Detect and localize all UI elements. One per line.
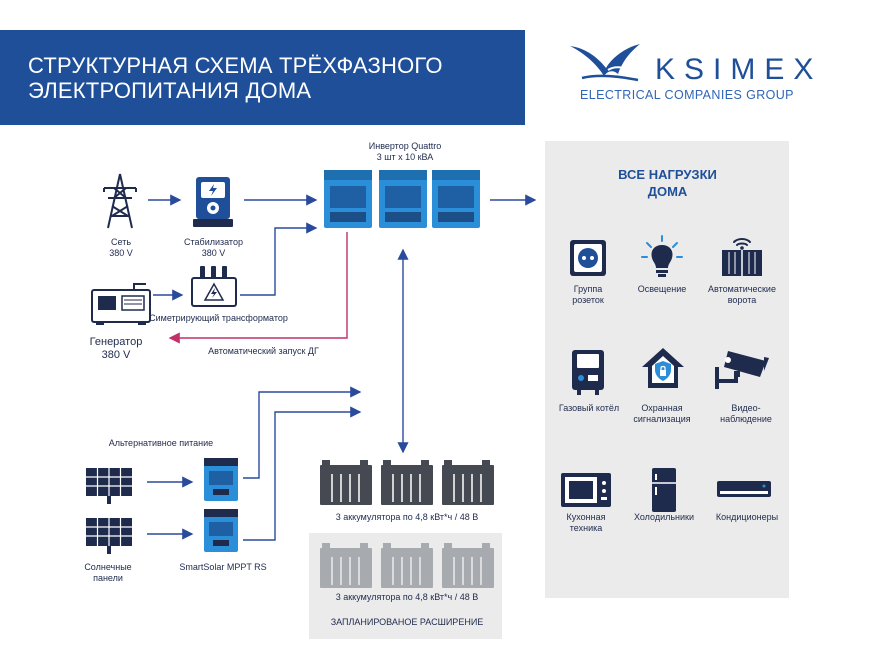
solar-label-line-2: панели [93,573,123,583]
inverter-label-line-1: Инвертор Quattro [368,141,442,151]
battery-icon [381,460,433,505]
autostart-label: Автоматический запуск ДГ [208,346,319,356]
gate-icon [722,238,762,276]
load-label-line-2: техника [569,523,603,533]
fridge-icon [652,468,676,512]
load-label-line-2: ворота [727,295,757,305]
load-label: Группа розеток [552,284,624,306]
page-title: СТРУКТУРНАЯ СХЕМА ТРЁХФАЗНОГО ЭЛЕКТРОПИТ… [28,53,518,103]
stabilizer-label-line-2: 380 V [201,248,226,258]
generator-label: Генератор 380 V [76,336,156,362]
page-title-line-1: СТРУКТУРНАЯ СХЕМА ТРЁХФАЗНОГО [28,53,443,78]
mppt-controller-icon [204,509,238,552]
lightbulb-icon [641,235,683,277]
battery-icon [320,543,372,588]
battery-planned-label: 3 аккумулятора по 4,8 кВт*ч / 48 В [335,592,479,602]
grid-label-line-2: 380 V [109,248,133,258]
load-label: Кондиционеры [704,512,790,523]
title-banner: СТРУКТУРНАЯ СХЕМА ТРЁХФАЗНОГО ЭЛЕКТРОПИТ… [0,30,525,125]
load-label-line-1: Группа [573,284,603,294]
mppt1-to-dc-bus-line [243,386,362,479]
bird-icon [570,44,640,82]
load-label: Кухонная техника [548,512,624,534]
load-label: Холодильники [620,512,708,523]
load-label-line-1: Газовый котёл [558,403,620,413]
expansion-label: ЗАПЛАНИРОВАНОЕ РАСШИРЕНИЕ [330,617,484,627]
generator-icon [91,283,151,325]
stabilizer-icon [193,177,233,227]
load-label: Автоматические ворота [702,284,782,306]
inverter-unit-icon [324,170,372,228]
loads-title-line-2: ДОМА [647,184,688,199]
generator-label-line-2: 380 V [101,349,131,361]
battery-current-label: 3 аккумулятора по 4,8 кВт*ч / 48 В [335,512,479,522]
logo-wordmark: KSIMEX [655,53,823,86]
load-label: Освещение [626,284,698,295]
inverter-group [324,170,480,228]
battery-bank-planned [320,543,494,588]
stabilizer-label: Стабилизатор 380 V [176,237,251,259]
loads-title-line-1: ВСЕ НАГРУЗКИ [618,167,717,182]
generator-autostart-line [168,232,348,344]
inverter-label-line-2: 3 шт х 10 кВА [376,152,434,162]
load-label: Видео- наблюдение [706,403,786,425]
generator-label-line-1: Генератор [89,336,143,348]
battery-icon [381,543,433,588]
load-label-line-1: Холодильники [633,512,695,522]
loads-title: ВСЕ НАГРУЗКИ ДОМА [600,166,735,200]
load-label-line-1: Видео- [731,403,761,413]
microwave-icon [561,473,611,507]
load-label: Охранная сигнализация [622,403,702,425]
solar-panel-icon [86,468,132,504]
load-label-line-2: сигнализация [633,414,691,424]
battery-bank-current [320,460,494,505]
power-tower-icon [103,173,137,229]
grid-label-line-1: Сеть [110,237,132,247]
transformer-icon [191,266,237,307]
mppt-label: SmartSolar MPPT RS [179,562,267,572]
solar-panel-icon [86,518,132,554]
transformer-label: Симетрирующий трансформатор [149,313,288,323]
solar-label-line-1: Солнечные [84,562,132,572]
battery-icon [320,460,372,505]
solar-label: Солнечные панели [78,562,138,584]
alarm-house-icon [642,348,684,388]
inverter-unit-icon [432,170,480,228]
logo-subtitle: ELECTRICAL COMPANIES GROUP [580,88,794,102]
battery-icon [442,543,494,588]
page-title-line-2: ЭЛЕКТРОПИТАНИЯ ДОМА [28,78,312,103]
ac-icon [717,481,771,497]
transformer-to-inverter-line [240,222,318,296]
load-label-line-2: розеток [572,295,604,305]
inverter-label: Инвертор Quattro 3 шт х 10 кВА [345,141,465,163]
load-label-line-1: Охранная [641,403,683,413]
load-label-line-1: Кондиционеры [715,512,779,522]
inverter-unit-icon [379,170,427,228]
mppt-controller-icon [204,458,238,501]
battery-icon [442,460,494,505]
grid-label: Сеть 380 V [96,237,146,259]
load-label-line-1: Автоматические [708,284,776,294]
boiler-icon [572,350,604,395]
load-label-line-1: Освещение [637,284,687,294]
stabilizer-label-line-1: Стабилизатор [184,237,243,247]
load-label-line-1: Кухонная [566,512,606,522]
load-label: Газовый котёл [550,403,628,414]
mppt2-to-dc-bus-line [243,406,362,541]
load-label-line-2: наблюдение [720,414,772,424]
camera-icon [715,351,769,389]
socket-icon [570,240,606,276]
alternative-heading: Альтернативное питание [108,438,214,448]
